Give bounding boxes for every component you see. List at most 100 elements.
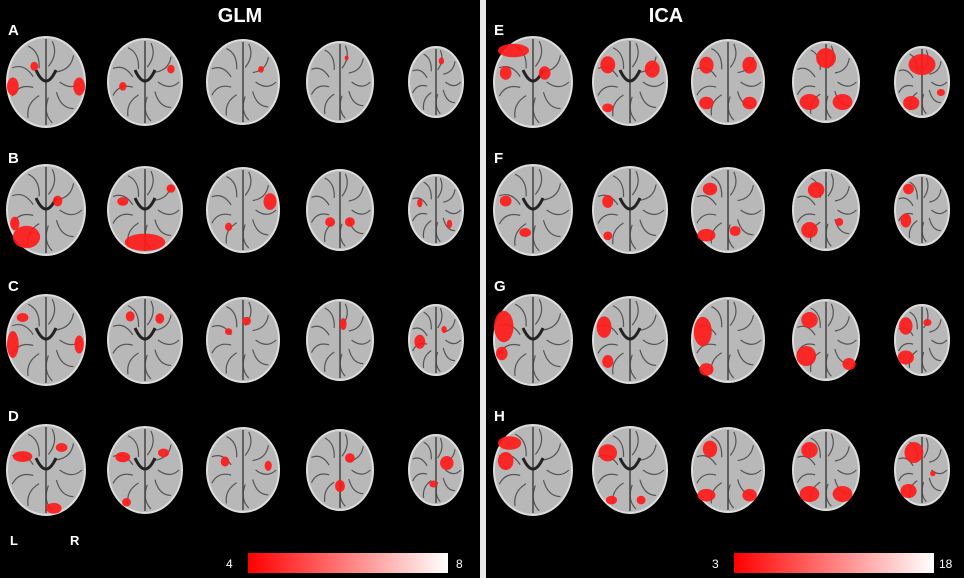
sulcus-line (226, 175, 238, 198)
sulcus-line (146, 170, 154, 196)
sulcus-line (127, 47, 140, 69)
sulcus-line (546, 81, 570, 88)
sulcus-line (810, 437, 821, 458)
activation-blob (693, 316, 712, 347)
panel-divider (480, 0, 486, 578)
sulcus-line (127, 352, 139, 375)
sulcus-line (908, 220, 918, 238)
sulcus-line (928, 347, 942, 362)
sulcus-line (923, 178, 929, 199)
ica-colorbar-max-label: 18 (939, 557, 953, 571)
sulcus-line (47, 428, 56, 455)
activation-blob (908, 54, 936, 75)
sulcus-line (27, 303, 40, 327)
sulcus-line (225, 222, 238, 244)
sulcus-line (534, 168, 543, 195)
sulcus-line (898, 472, 914, 482)
activation-blob (796, 346, 817, 366)
sulcus-line (612, 435, 625, 457)
sulcus-line (597, 85, 618, 96)
sulcus-line (226, 305, 238, 328)
activation-blob (702, 440, 718, 458)
ventricle (521, 457, 545, 471)
activation-blob (801, 312, 818, 328)
sulcus-line (341, 173, 348, 197)
sulcus-line (498, 85, 521, 97)
sulcus-line (423, 181, 432, 200)
sulcus-line (445, 209, 462, 215)
ventricle (133, 69, 157, 83)
activation-blob (225, 328, 233, 335)
sulcus-line (542, 219, 561, 238)
sulcus-line (740, 81, 762, 87)
sulcus-line (696, 213, 717, 224)
activation-blob (742, 488, 757, 502)
sulcus-line (909, 311, 918, 330)
sulcus-line (324, 49, 335, 70)
sulcus-line (923, 308, 929, 329)
sulcus-line (55, 91, 74, 110)
activation-blob (441, 326, 447, 333)
sulcus-line (642, 339, 665, 346)
activation-blob (53, 195, 63, 207)
sulcus-line (696, 473, 717, 484)
sulcus-line (211, 473, 232, 484)
activation-blob (499, 195, 512, 207)
sulcus-line (631, 430, 639, 456)
sulcus-line (796, 473, 816, 483)
sulcus-line (252, 445, 269, 462)
sulcus-line (639, 444, 657, 461)
sulcus-line (442, 89, 456, 104)
sulcus-line (146, 300, 154, 326)
activation-blob (258, 66, 264, 73)
sulcus-line (154, 219, 172, 237)
activation-blob (603, 231, 613, 241)
row-label-c: C (8, 278, 19, 295)
sulcus-line (252, 315, 269, 332)
activation-blob (263, 193, 277, 211)
sulcus-line (514, 483, 527, 506)
activation-blob (899, 317, 913, 335)
activation-blob (636, 495, 646, 505)
sulcus-line (827, 433, 834, 457)
sulcus-line (546, 209, 570, 216)
sulcus-line (127, 175, 140, 197)
sulcus-line (437, 438, 443, 459)
sulcus-line (55, 219, 74, 238)
ventricle (618, 69, 642, 83)
sulcus-line (443, 189, 456, 203)
sulcus-line (154, 479, 172, 497)
sulcus-line (834, 316, 850, 332)
activation-blob (499, 66, 512, 80)
sulcus-line (412, 472, 428, 482)
sulcus-line (225, 482, 238, 504)
sulcus-line (157, 469, 180, 476)
sulcus-line (797, 195, 816, 206)
sulcus-line (437, 308, 443, 329)
sulcus-line (737, 349, 754, 366)
sulcus-line (928, 89, 942, 104)
activation-blob (903, 183, 914, 195)
sulcus-line (696, 194, 717, 206)
activation-blob (225, 222, 233, 231)
sulcus-line (929, 449, 942, 463)
row-label-f: F (494, 150, 504, 167)
sulcus-line (639, 479, 657, 497)
sulcus-line (543, 443, 562, 461)
row-label-b: B (8, 150, 19, 167)
ventricle (618, 457, 642, 471)
sulcus-line (255, 469, 277, 475)
ventricle (34, 327, 58, 341)
orientation-right-label: R (70, 533, 80, 548)
activation-blob (117, 197, 129, 206)
sulcus-line (711, 305, 723, 328)
sulcus-line (27, 483, 40, 506)
sulcus-line (310, 85, 330, 95)
sulcus-line (323, 351, 335, 372)
sulcus-line (324, 437, 335, 458)
sulcus-line (729, 431, 737, 456)
sulcus-line (445, 339, 462, 345)
glm-title: GLM (217, 5, 263, 27)
activation-blob (602, 103, 614, 113)
